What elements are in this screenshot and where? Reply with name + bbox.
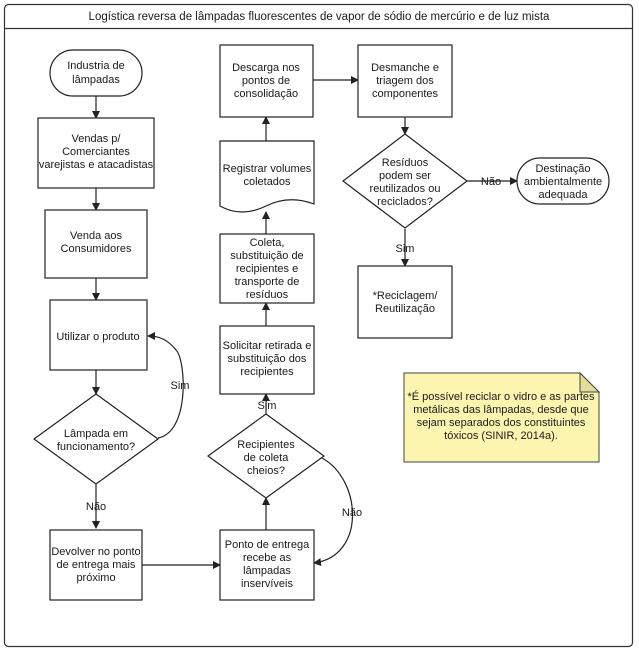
- label-nao-residuos: Não: [481, 176, 501, 188]
- edges: [92, 76, 518, 569]
- note-body: [403, 372, 600, 463]
- label-nao-funcionamento: Não: [86, 501, 106, 513]
- diagram-title: Logística reversa de lâmpadas fluorescen…: [89, 11, 550, 23]
- svg-text:*É possível reciclar o vidro e: *É possível reciclar o vidro e as partes…: [407, 390, 595, 442]
- label-sim-residuos: Sim: [396, 243, 415, 255]
- label-sim-funcionamento: Sim: [171, 380, 190, 392]
- node-utilizar-produto: Utilizar o produto: [49, 299, 148, 371]
- svg-text:*Reciclagem/Reutilização: *Reciclagem/Reutilização: [373, 290, 439, 315]
- diagram-frame: [3, 3, 634, 648]
- note-reciclagem: *É possível reciclar o vidro e as partes…: [403, 371, 601, 463]
- note-fold: [579, 371, 601, 393]
- node-reciclagem: *Reciclagem/Reutilização: [357, 265, 453, 339]
- label-sim-cheios: Sim: [258, 400, 277, 412]
- svg-text:Utilizar o produto: Utilizar o produto: [56, 331, 139, 343]
- label-nao-cheios: Não: [342, 507, 362, 519]
- edge-recipientes-nao-loop: [313, 457, 354, 567]
- edge-lampada-sim-loop: [147, 332, 184, 439]
